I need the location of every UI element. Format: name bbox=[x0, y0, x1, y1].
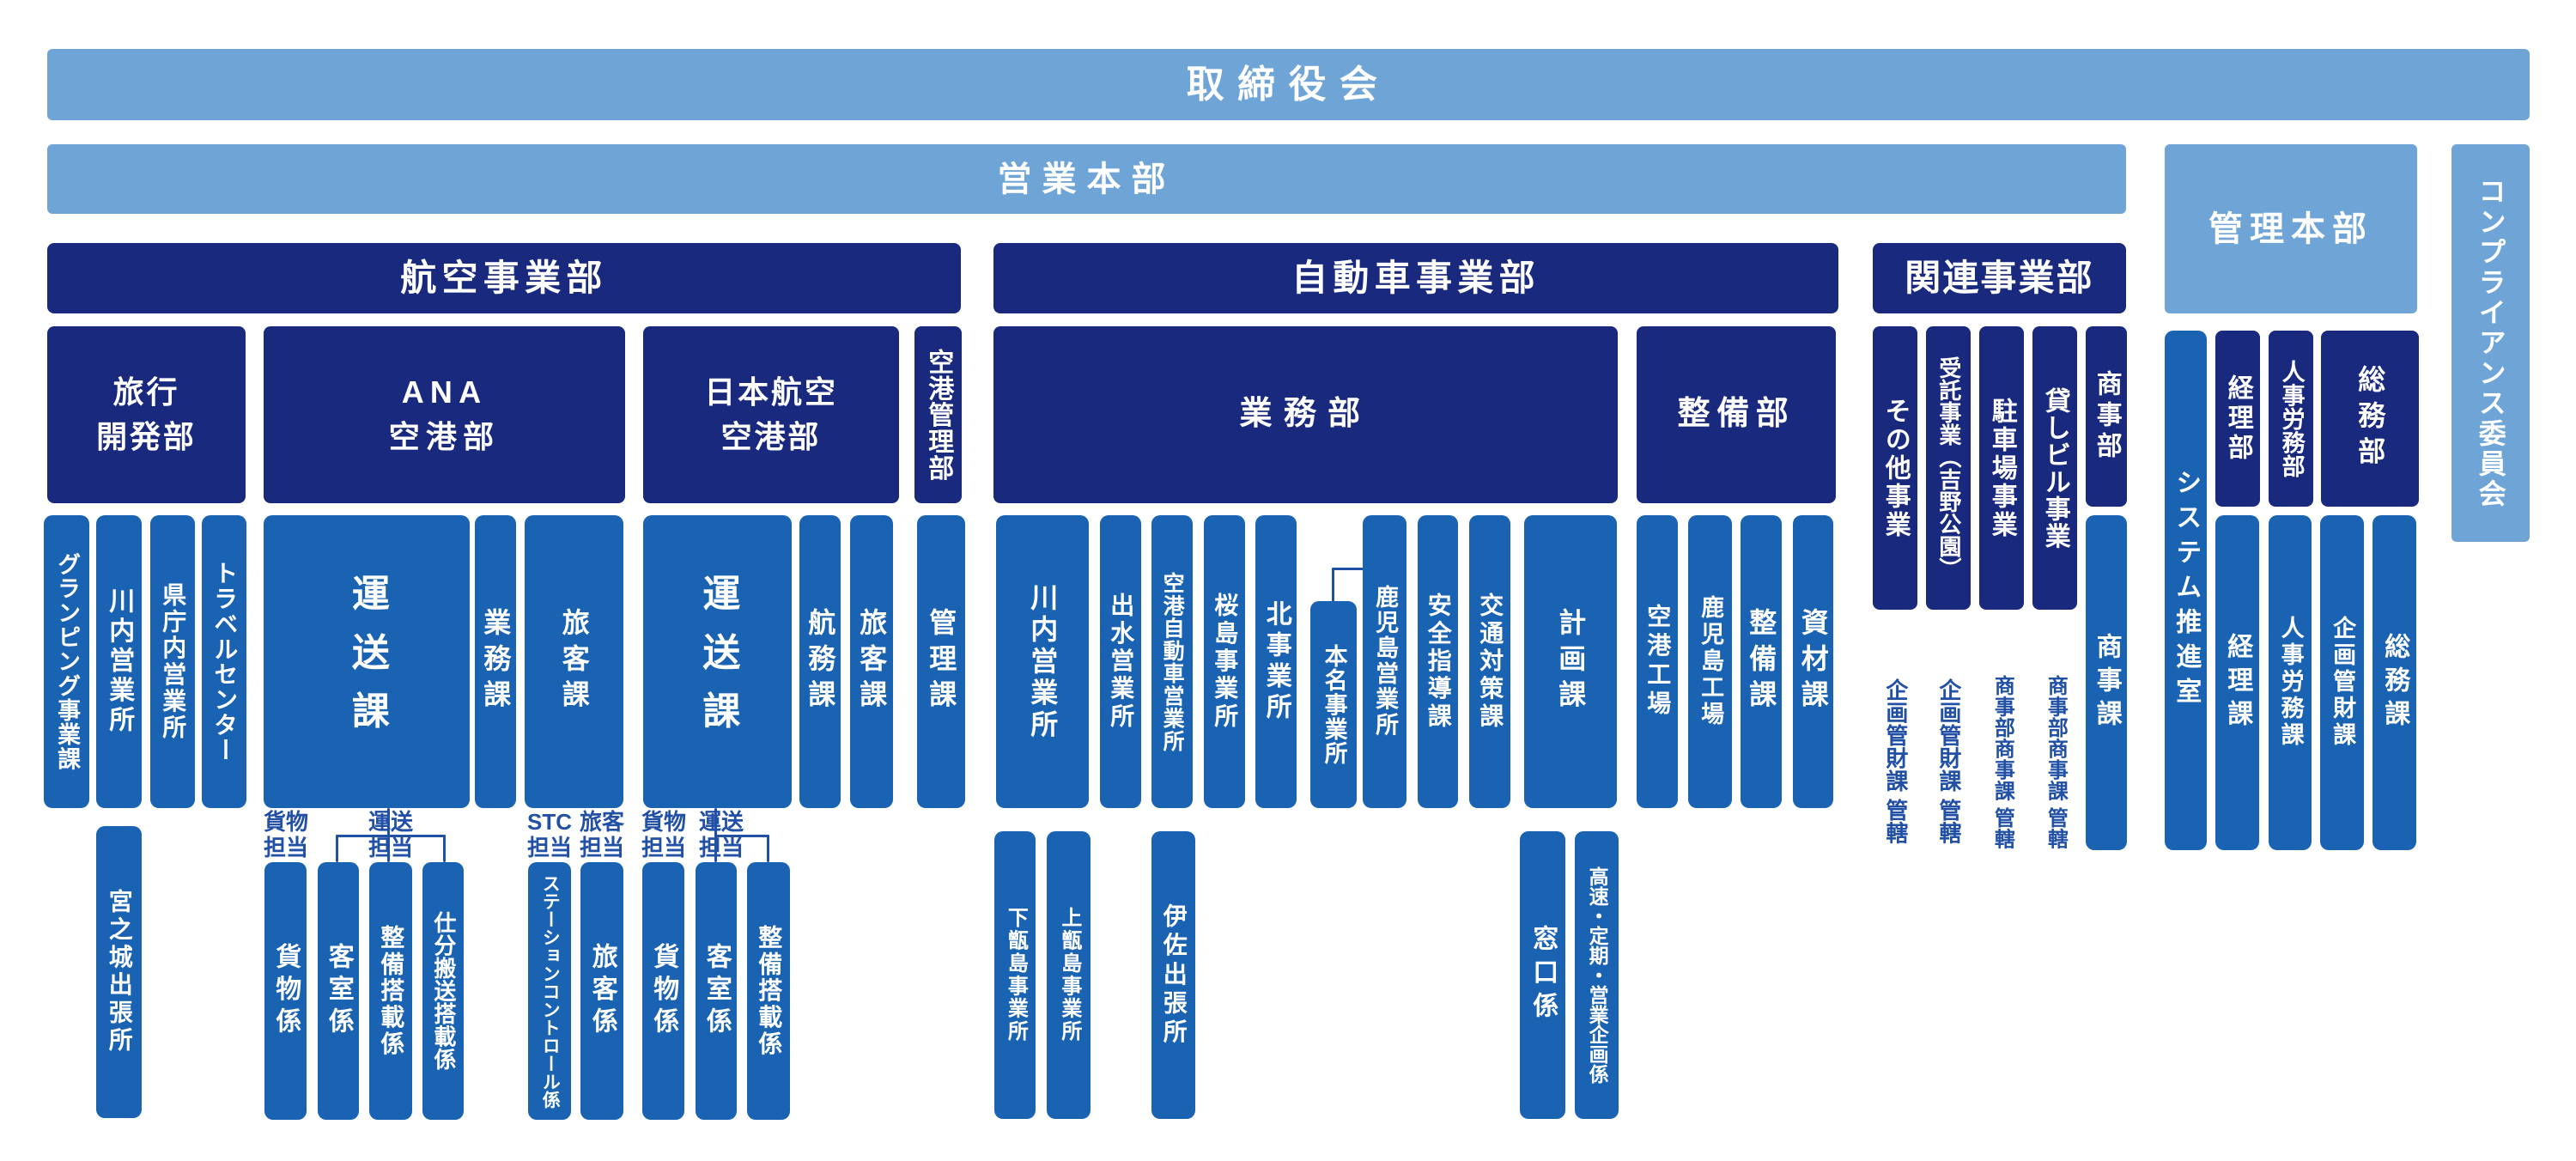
sakurajima-office: 桜島事業所 bbox=[1204, 515, 1245, 808]
ana-airport-dept: ANA 空港部 bbox=[264, 326, 625, 503]
connector-honmyo-elbow-horizontal bbox=[1332, 568, 1365, 570]
caption-unso-tanto-ana: 運送 担当 bbox=[368, 809, 413, 860]
airport-plant: 空港工場 bbox=[1637, 515, 1678, 808]
sendai-sales-office-auto: 川内営業所 bbox=[996, 515, 1089, 808]
other-business: その他事業 bbox=[1873, 326, 1917, 610]
kagoshima-plant: 鹿児島工場 bbox=[1688, 515, 1732, 808]
jurisdiction-note-building: 商事部商事課 管轄 bbox=[2044, 674, 2068, 849]
airport-admin-dept: 空港管理部 bbox=[914, 326, 962, 503]
safety-guidance-section: 安全指導課 bbox=[1418, 515, 1458, 808]
kita-office: 北事業所 bbox=[1255, 515, 1297, 808]
kamikoshikijima-office: 上甑島事業所 bbox=[1047, 831, 1091, 1119]
operations-dept: 業務部 bbox=[993, 326, 1618, 503]
materials-section: 資材課 bbox=[1793, 515, 1833, 808]
automobile-division: 自動車事業部 bbox=[993, 243, 1838, 313]
planning-property-section: 企画管財課 bbox=[2320, 515, 2364, 850]
kencho-sales-office: 県庁内営業所 bbox=[150, 515, 195, 808]
maintenance-dept: 整備部 bbox=[1637, 326, 1836, 503]
maintenance-loading-unit-jal: 整備搭載係 bbox=[747, 862, 790, 1120]
traffic-measures-section: 交通対策課 bbox=[1469, 515, 1510, 808]
izumi-sales-office: 出水営業所 bbox=[1100, 515, 1141, 808]
shoji-section: 商事課 bbox=[2086, 515, 2127, 850]
kagoshima-sales-office: 鹿児島営業所 bbox=[1363, 515, 1406, 808]
aviation-division: 航空事業部 bbox=[47, 243, 961, 313]
consignment-business-yoshino-park: 受託事業（吉野公園） bbox=[1926, 326, 1971, 610]
connector-honmyo-elbow-vertical bbox=[1332, 568, 1334, 603]
caption-stc-tanto: STC 担当 bbox=[526, 809, 572, 860]
caption-cargo-tanto-jal: 貨物 担当 bbox=[641, 809, 686, 860]
glamping-business-section: グランピング事業課 bbox=[44, 515, 89, 808]
madoguchi-unit: 窓口係 bbox=[1520, 831, 1565, 1119]
caption-unso-tanto-jal: 運送 担当 bbox=[698, 809, 744, 860]
works-section-ana: 業務課 bbox=[475, 515, 516, 808]
transport-section-jal: 運送課 bbox=[643, 515, 792, 808]
jurisdiction-note-other: 企画管財課 管轄 bbox=[1882, 678, 1909, 845]
cargo-unit-jal: 貨物係 bbox=[642, 862, 684, 1120]
transport-section-ana: 運送課 bbox=[264, 515, 470, 808]
accounting-dept: 経理部 bbox=[2215, 331, 2260, 507]
accounting-section: 経理課 bbox=[2215, 515, 2259, 850]
connector-ana-unso-drop-right bbox=[443, 835, 446, 862]
jal-airport-dept: 日本航空 空港部 bbox=[643, 326, 899, 503]
isa-branch: 伊佐出張所 bbox=[1151, 831, 1195, 1119]
station-control-unit: ステーションコントロール係 bbox=[528, 862, 571, 1120]
system-promotion-office: システム推進室 bbox=[2165, 331, 2207, 850]
building-lease-business: 貸しビル事業 bbox=[2032, 326, 2077, 610]
compliance-committee: コンプライアンス委員会 bbox=[2451, 144, 2530, 542]
sorting-transport-loading-unit: 仕分搬送搭載係 bbox=[422, 862, 464, 1120]
hr-labor-dept: 人事労務部 bbox=[2269, 331, 2313, 507]
airport-automobile-sales-office: 空港自動車営業所 bbox=[1151, 515, 1193, 808]
sales-headquarters: 営業本部 bbox=[47, 144, 2126, 214]
related-business-division: 関連事業部 bbox=[1873, 243, 2126, 313]
passenger-unit-ana: 旅客係 bbox=[580, 862, 623, 1120]
admin-section-airport: 管理課 bbox=[917, 515, 965, 808]
caption-ryokaku-tanto: 旅客 担当 bbox=[579, 809, 624, 860]
connector-ana-unso-drop-left bbox=[336, 835, 338, 862]
admin-headquarters: 管理本部 bbox=[2165, 144, 2417, 313]
parking-business: 駐車場事業 bbox=[1979, 326, 2024, 610]
maintenance-loading-unit-ana: 整備搭載係 bbox=[369, 862, 412, 1120]
honmyo-office: 本名事業所 bbox=[1310, 601, 1357, 808]
planning-section: 計画課 bbox=[1524, 515, 1617, 808]
board-of-directors: 取締役会 bbox=[47, 49, 2530, 120]
general-affairs-section: 総務課 bbox=[2372, 515, 2416, 850]
connector-jal-unso-drop-right bbox=[767, 835, 769, 862]
cabin-unit-ana: 客室係 bbox=[318, 862, 359, 1120]
passenger-section-jal: 旅客課 bbox=[850, 515, 893, 808]
maintenance-section: 整備課 bbox=[1741, 515, 1782, 808]
general-affairs-dept: 総務部 bbox=[2321, 331, 2419, 507]
connector-jal-unso-bracket bbox=[714, 835, 769, 837]
travel-development-dept: 旅行 開発部 bbox=[47, 326, 246, 503]
jurisdiction-note-parking: 商事部商事課 管轄 bbox=[1990, 674, 2014, 849]
cabin-unit-jal: 客室係 bbox=[696, 862, 737, 1120]
kosoku-teiki-sales-planning-unit: 高速・定期・営業企画係 bbox=[1575, 831, 1619, 1119]
cargo-unit-ana: 貨物係 bbox=[264, 862, 307, 1120]
passenger-section-ana: 旅客課 bbox=[525, 515, 623, 808]
shimokoshikijima-office: 下甑島事業所 bbox=[994, 831, 1036, 1119]
travel-center: トラベルセンター bbox=[202, 515, 246, 808]
shoji-dept: 商事部 bbox=[2086, 326, 2127, 507]
flight-ops-section-jal: 航務課 bbox=[799, 515, 841, 808]
caption-cargo-tanto-ana: 貨物 担当 bbox=[263, 809, 308, 860]
sendai-sales-office-air: 川内営業所 bbox=[96, 515, 142, 808]
jurisdiction-note-consignment: 企画管財課 管轄 bbox=[1935, 678, 1962, 845]
connector-ana-unso-bracket bbox=[336, 835, 446, 837]
miyanojo-branch: 宮之城出張所 bbox=[96, 826, 142, 1118]
hr-labor-section: 人事労務課 bbox=[2269, 515, 2312, 850]
